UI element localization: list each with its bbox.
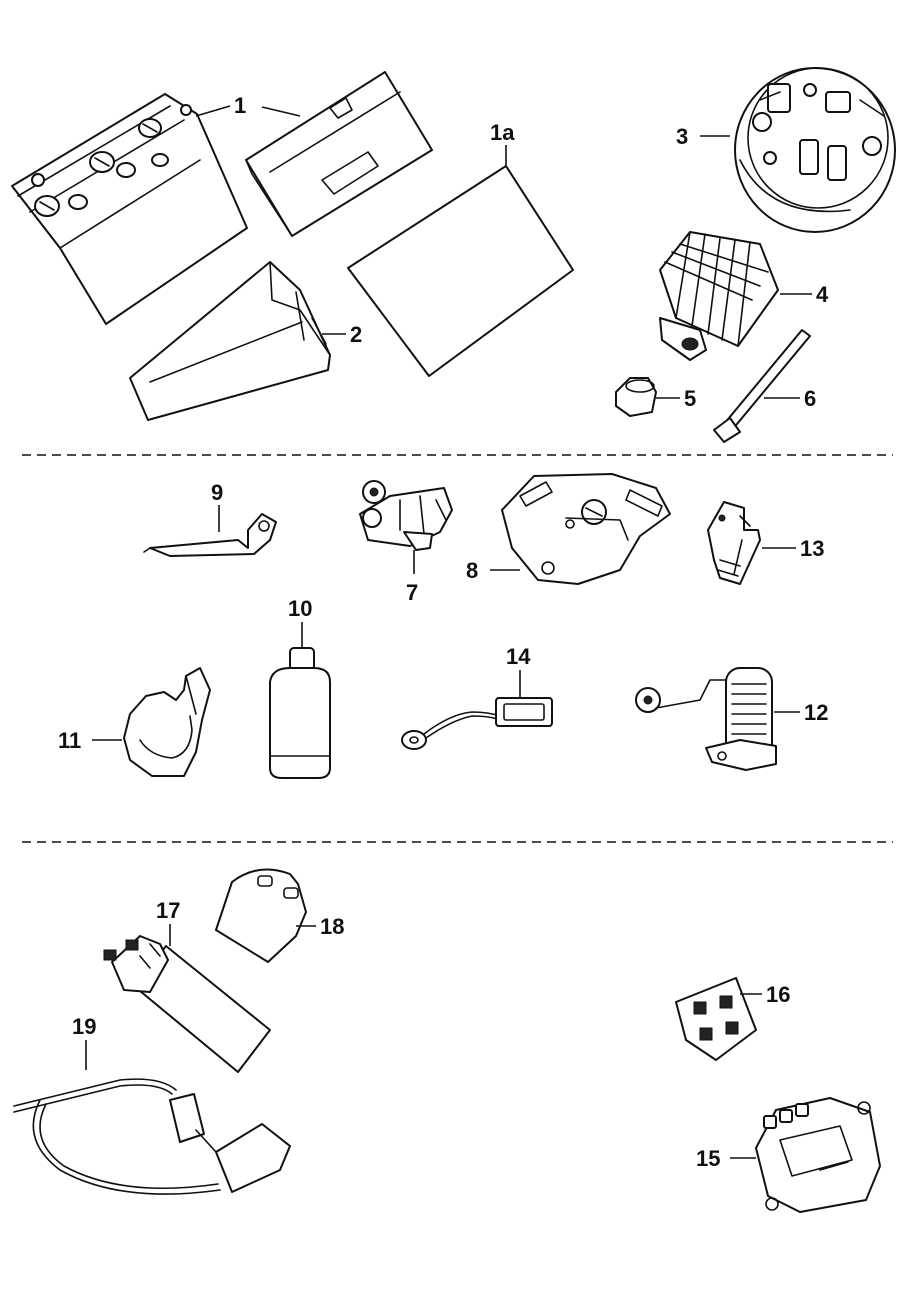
- callout-14: 14: [506, 644, 531, 669]
- ignition-coil-part: [103, 935, 271, 1073]
- voltage-regulator-part: [755, 1097, 881, 1213]
- callout-18: 18: [320, 914, 344, 939]
- callout-4: 4: [816, 282, 829, 307]
- callout-3: 3: [676, 124, 688, 149]
- contact-base-plate-part: [501, 473, 671, 585]
- rubber-cover-part: [215, 868, 307, 963]
- callout-2: 2: [350, 322, 362, 347]
- ht-lead-part: [13, 1078, 291, 1195]
- callout-19: 19: [72, 1014, 96, 1039]
- callout-1: 1: [234, 93, 246, 118]
- battery-bracket-part: [129, 261, 331, 421]
- callout-5: 5: [684, 386, 696, 411]
- contact-breaker-points-part: [359, 480, 453, 551]
- callout-7: 7: [406, 580, 418, 605]
- lead-wire-part: [143, 513, 277, 557]
- callout-17: 17: [156, 898, 180, 923]
- leader-1: [195, 105, 231, 117]
- callout-8: 8: [466, 558, 478, 583]
- callout-6: 6: [804, 386, 816, 411]
- condenser-part: [707, 501, 761, 585]
- callout-12: 12: [804, 700, 828, 725]
- alternator-end-housing-part: [734, 67, 896, 233]
- callout-1a: 1a: [490, 120, 515, 145]
- leader-1-cover: [261, 106, 301, 117]
- through-bolt-part: [713, 329, 811, 443]
- bottle-part: [269, 647, 331, 779]
- brush-with-lead-part: [401, 697, 553, 750]
- bush-part: [615, 377, 657, 417]
- callout-16: 16: [766, 982, 790, 1007]
- rotor-part: [659, 231, 779, 361]
- callout-11: 11: [58, 728, 81, 753]
- battery-cover-part: [245, 71, 433, 237]
- coil-part: [635, 667, 777, 771]
- battery-part: [11, 93, 248, 325]
- callout-13: 13: [800, 536, 824, 561]
- p-clip-part: [123, 667, 211, 777]
- brush-holder-part: [675, 977, 757, 1061]
- callout-9: 9: [211, 480, 223, 505]
- callout-15: 15: [696, 1146, 720, 1171]
- callout-10: 10: [288, 596, 312, 621]
- battery-mat-part: [347, 165, 574, 377]
